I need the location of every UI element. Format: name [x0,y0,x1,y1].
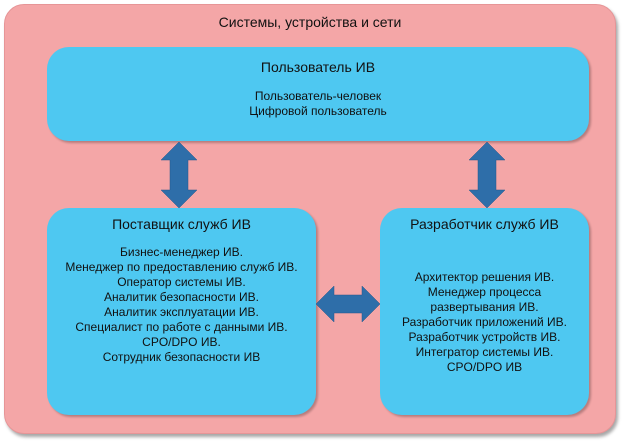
developer-item: Менеджер процесса [427,285,542,299]
container-title: Системы, устройства и сети [218,14,402,30]
provider-item: Менеджер по предоставлению служб ИВ. [65,260,298,274]
user-item: Цифровой пользователь [249,104,387,118]
developer-item: CPO/DPO ИВ [446,360,523,374]
developer-item: развертывания ИВ. [430,300,539,314]
provider-item: Бизнес-менеджер ИВ. [119,245,243,259]
provider-box-title: Поставщик служб ИВ [112,216,251,232]
user-box-items: Пользователь-человек Цифровой пользовате… [47,89,589,119]
developer-item: Интегратор системы ИВ. [415,345,554,359]
provider-box-items: Бизнес-менеджер ИВ. Менеджер по предоста… [47,245,316,365]
provider-item: Аналитик эксплуатации ИВ. [104,305,259,319]
developer-box-items: Архитектор решения ИВ. Менеджер процесса… [380,270,589,375]
user-item: Пользователь-человек [254,89,382,103]
provider-developer-arrow-shape [316,285,380,323]
user-box: Пользователь ИВ Пользователь-человек Циф… [47,47,589,141]
provider-box: Поставщик служб ИВ Бизнес-менеджер ИВ. М… [47,208,316,415]
user-provider-arrow-shape [160,142,198,208]
systems-devices-networks-container: Системы, устройства и сети Пользователь … [4,4,616,434]
user-developer-arrow [468,142,506,208]
developer-item: Архитектор решения ИВ. [414,270,555,284]
developer-box-title: Разработчик служб ИВ [410,216,559,232]
provider-item: Сотрудник безопасности ИВ [102,350,261,364]
provider-item: CPO/DPO ИВ. [142,335,221,349]
provider-item: Оператор системы ИВ. [117,275,246,289]
provider-item: Аналитик безопасности ИВ. [104,290,259,304]
developer-item: Разработчик приложений ИВ. [402,315,567,329]
user-box-title: Пользователь ИВ [260,59,376,75]
provider-item: Специалист по работе с данными ИВ. [75,320,288,334]
user-provider-arrow [160,142,198,208]
developer-item: Разработчик устройств ИВ. [408,330,561,344]
provider-developer-arrow [316,285,380,323]
user-developer-arrow-shape [468,142,506,208]
developer-box: Разработчик служб ИВ Архитектор решения … [380,208,589,415]
